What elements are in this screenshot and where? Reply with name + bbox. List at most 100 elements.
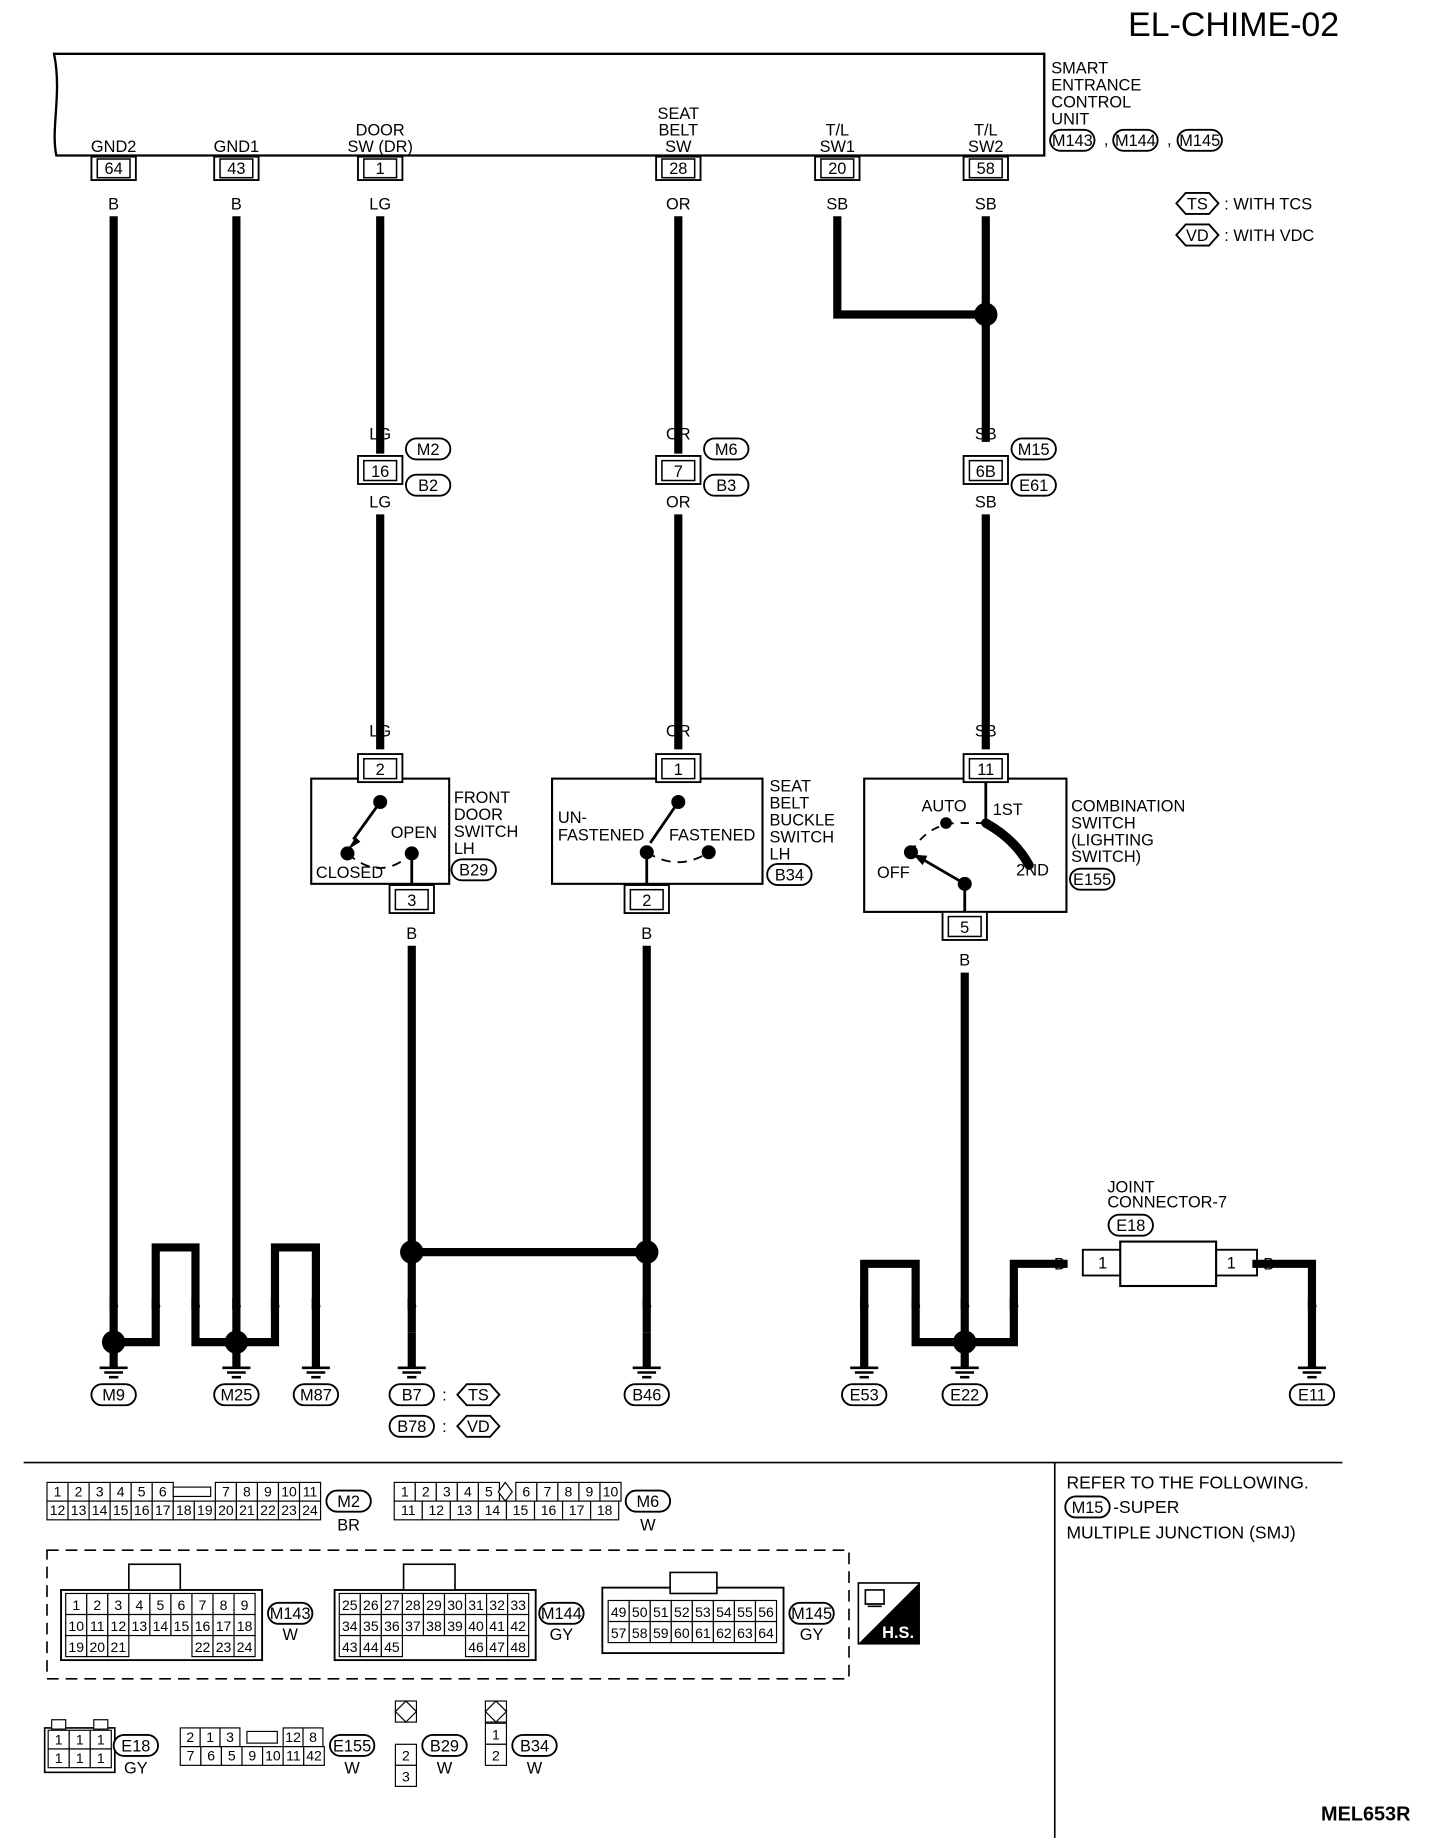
ground-label-B7-text: B7 bbox=[402, 1387, 422, 1405]
terminal-label: BELT bbox=[658, 122, 698, 140]
terminal-label: GND2 bbox=[91, 138, 136, 156]
harness-connector-upper bbox=[404, 437, 452, 461]
terminal-label: SW (DR) bbox=[347, 138, 412, 156]
wire-color-label: OR bbox=[666, 426, 691, 444]
ground-label-M87 bbox=[292, 1383, 340, 1407]
terminal-label: T/L bbox=[825, 122, 849, 140]
comb-switch-name: SWITCH) bbox=[1071, 848, 1141, 866]
wire-color-label: LG bbox=[369, 426, 391, 444]
comb-switch-connector-text: E155 bbox=[1073, 871, 1111, 889]
wire-color-label: LG bbox=[369, 195, 391, 213]
buckle-switch-unfastened-label: FASTENED bbox=[558, 827, 645, 845]
cu-connector-m143 bbox=[1049, 128, 1096, 152]
junction-tl bbox=[974, 302, 998, 327]
buckle-switch-fastened-label: FASTENED bbox=[669, 827, 756, 845]
joint-pin-left-number: 1 bbox=[1098, 1254, 1107, 1272]
wire-color-label: B bbox=[959, 1295, 970, 1313]
face-m144-cell-number: 34 bbox=[342, 1618, 358, 1634]
face-m143-cell-number: 9 bbox=[241, 1597, 249, 1613]
wire-color-label: B bbox=[1008, 1295, 1019, 1313]
face-b34-key bbox=[484, 1700, 508, 1723]
face-m6-cell-number: 18 bbox=[597, 1502, 613, 1518]
face-b29-id-text: B29 bbox=[430, 1737, 459, 1755]
face-b34-cell-number: 1 bbox=[492, 1727, 500, 1743]
face-m145-cell-number: 56 bbox=[758, 1604, 774, 1620]
buckle-switch-common bbox=[671, 794, 686, 810]
face-e155-color: W bbox=[344, 1760, 360, 1778]
joint-pin-right-number: 1 bbox=[1227, 1254, 1236, 1272]
wire-color-label: B bbox=[641, 1295, 652, 1313]
face-m144-cell-number: 42 bbox=[510, 1618, 526, 1634]
face-m6-cell-number: 5 bbox=[485, 1483, 493, 1499]
face-e18-id bbox=[112, 1734, 160, 1757]
face-m144-cell-number: 37 bbox=[405, 1618, 421, 1634]
joint-connector-name: CONNECTOR-7 bbox=[1107, 1194, 1227, 1212]
face-e18-cell-number: 1 bbox=[76, 1750, 84, 1766]
wire-joint-right bbox=[1252, 1259, 1317, 1368]
face-e155-cell-number: 10 bbox=[265, 1748, 281, 1764]
joint-connector-id bbox=[1107, 1213, 1154, 1237]
face-m6-cell-number: 2 bbox=[422, 1483, 430, 1499]
face-e18-cell-number: 1 bbox=[97, 1750, 105, 1766]
face-e18-cell-number: 1 bbox=[76, 1731, 84, 1747]
legend-code-text: VD bbox=[1186, 227, 1209, 245]
face-m143-cell-number: 3 bbox=[114, 1597, 122, 1613]
face-e155-cell-number: 6 bbox=[207, 1748, 215, 1764]
refer-code-text: M15 bbox=[1072, 1499, 1104, 1517]
face-m2-cell-number: 21 bbox=[239, 1502, 255, 1518]
face-b34-id bbox=[511, 1734, 558, 1757]
control-unit-name: CONTROL bbox=[1051, 94, 1131, 112]
ground-option-TS bbox=[456, 1383, 501, 1407]
face-m2-cell bbox=[298, 1500, 322, 1521]
face-m144-id-text: M144 bbox=[541, 1605, 582, 1623]
door-switch-name: LH bbox=[454, 840, 475, 858]
face-m6-cell-number: 10 bbox=[603, 1483, 619, 1499]
comb-switch-pos: AUTO bbox=[921, 797, 966, 815]
face-m2-cell-number: 5 bbox=[138, 1483, 146, 1499]
ground-option-VD bbox=[456, 1414, 501, 1438]
face-m144-cell bbox=[380, 1634, 403, 1658]
face-m143-cell-number: 19 bbox=[68, 1639, 84, 1655]
face-m143-cell-number: 14 bbox=[153, 1618, 169, 1634]
terminal-label: DOOR bbox=[356, 122, 405, 140]
terminal-pin-28-number: 28 bbox=[669, 160, 687, 178]
junction-m25 bbox=[224, 1330, 249, 1354]
door-switch-pin-out-number: 3 bbox=[407, 892, 416, 910]
comb-switch-beam-arc bbox=[981, 818, 1034, 870]
face-m143-cell-number: 18 bbox=[237, 1618, 253, 1634]
face-m2-cell-number: 18 bbox=[176, 1502, 192, 1518]
terminal-label: GND1 bbox=[214, 138, 259, 156]
face-e18-id-text: E18 bbox=[121, 1737, 150, 1755]
face-m143-cell-number: 4 bbox=[135, 1597, 143, 1613]
face-m144-cell-number: 30 bbox=[447, 1597, 463, 1613]
face-m6-cell-number: 13 bbox=[457, 1502, 473, 1518]
face-m145-cell-number: 53 bbox=[695, 1604, 711, 1620]
face-m2-cell-number: 14 bbox=[92, 1502, 108, 1518]
comb-switch-pin-in-number: 11 bbox=[977, 761, 994, 779]
face-b34-keybox bbox=[484, 1700, 508, 1723]
face-m144-id bbox=[538, 1601, 585, 1625]
face-m144-cell-number: 32 bbox=[489, 1597, 505, 1613]
comb-switch-pin-out-cell bbox=[947, 915, 982, 938]
face-m2-cell-number: 8 bbox=[243, 1483, 251, 1499]
face-m145-cell-number: 58 bbox=[632, 1625, 648, 1641]
face-m2-cell-number: 7 bbox=[222, 1483, 230, 1499]
face-m145-cell-number: 54 bbox=[716, 1604, 732, 1620]
face-m6-cell-number: 7 bbox=[543, 1483, 551, 1499]
face-m145-cell-number: 62 bbox=[716, 1625, 732, 1641]
face-m143-cell-number: 22 bbox=[195, 1639, 211, 1655]
wire-color-label: SB bbox=[975, 195, 997, 213]
face-m2-cell-number: 12 bbox=[50, 1502, 66, 1518]
door-switch-open-label: OPEN bbox=[391, 824, 437, 842]
wire-joint-left bbox=[964, 1259, 1068, 1347]
ground-label-B7 bbox=[388, 1383, 435, 1407]
buckle-switch-connector-text: B34 bbox=[775, 866, 804, 884]
terminal-pin-58-number: 58 bbox=[977, 160, 995, 178]
face-m143-cell-number: 11 bbox=[90, 1618, 105, 1634]
control-unit-name: UNIT bbox=[1051, 111, 1089, 129]
wire-color-label: B bbox=[108, 195, 119, 213]
face-m143-cell-number: 15 bbox=[174, 1618, 190, 1634]
buckle-switch-pin-out-number: 2 bbox=[642, 892, 651, 910]
face-e155-cell bbox=[303, 1746, 325, 1766]
face-m144-cell-number: 36 bbox=[384, 1618, 400, 1634]
